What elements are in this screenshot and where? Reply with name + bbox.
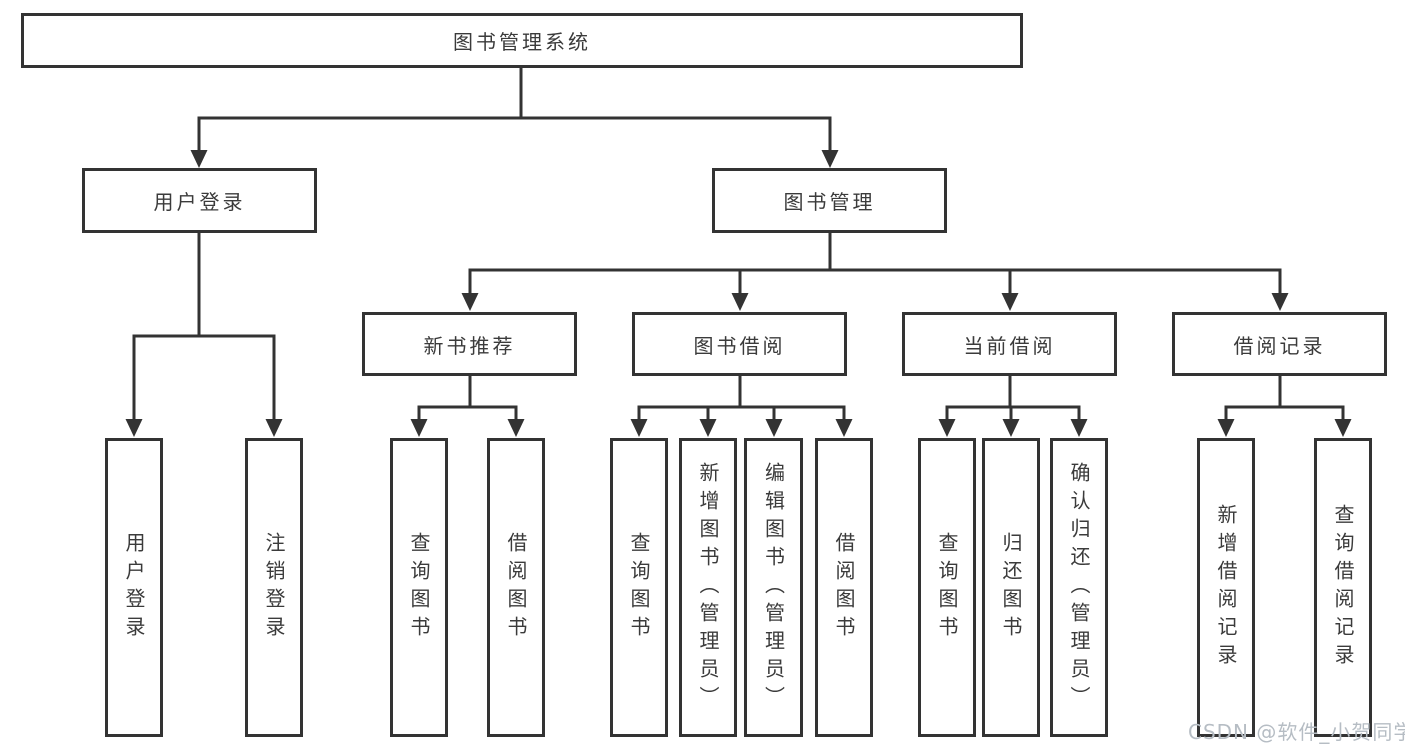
leaf-borrow-book-recommend: 借阅图书 xyxy=(487,438,545,737)
leaf-user-login: 用户登录 xyxy=(105,438,163,737)
leaf-add-book-admin: 新增图书（管理员） xyxy=(679,438,737,737)
leaf-add-borrow-record: 新增借阅记录 xyxy=(1197,438,1255,737)
node-book-management-label: 图书管理 xyxy=(783,190,876,214)
leaf-borrow-book: 借阅图书 xyxy=(815,438,873,737)
node-current-borrow: 当前借阅 xyxy=(902,312,1117,376)
leaf-edit-book-admin: 编辑图书（管理员） xyxy=(744,438,803,737)
node-book-borrow-label: 图书借阅 xyxy=(693,333,786,358)
leaf-query-book-recommend: 查询图书 xyxy=(390,438,448,737)
node-root: 图书管理系统 xyxy=(21,13,1023,68)
node-borrow-records-label: 借阅记录 xyxy=(1233,333,1326,358)
node-new-book-recommend: 新书推荐 xyxy=(362,312,577,376)
node-user-login-label: 用户登录 xyxy=(153,190,246,214)
node-book-management: 图书管理 xyxy=(712,168,947,233)
leaf-logout: 注销登录 xyxy=(245,438,303,737)
node-user-login: 用户登录 xyxy=(82,168,317,233)
watermark: CSDN @软件_小贺同学 xyxy=(1188,720,1405,744)
node-book-borrow: 图书借阅 xyxy=(632,312,847,376)
arrowheads xyxy=(125,150,1352,437)
leaf-query-book-current: 查询图书 xyxy=(918,438,976,737)
leaf-query-book-borrow: 查询图书 xyxy=(610,438,668,737)
node-new-book-recommend-label: 新书推荐 xyxy=(423,333,516,358)
leaf-confirm-return-admin: 确认归还（管理员） xyxy=(1050,438,1108,737)
leaf-return-book: 归还图书 xyxy=(982,438,1040,737)
node-root-label: 图书管理系统 xyxy=(453,30,591,54)
node-borrow-records: 借阅记录 xyxy=(1172,312,1387,376)
node-current-borrow-label: 当前借阅 xyxy=(963,333,1056,358)
leaf-query-borrow-record: 查询借阅记录 xyxy=(1314,438,1372,737)
